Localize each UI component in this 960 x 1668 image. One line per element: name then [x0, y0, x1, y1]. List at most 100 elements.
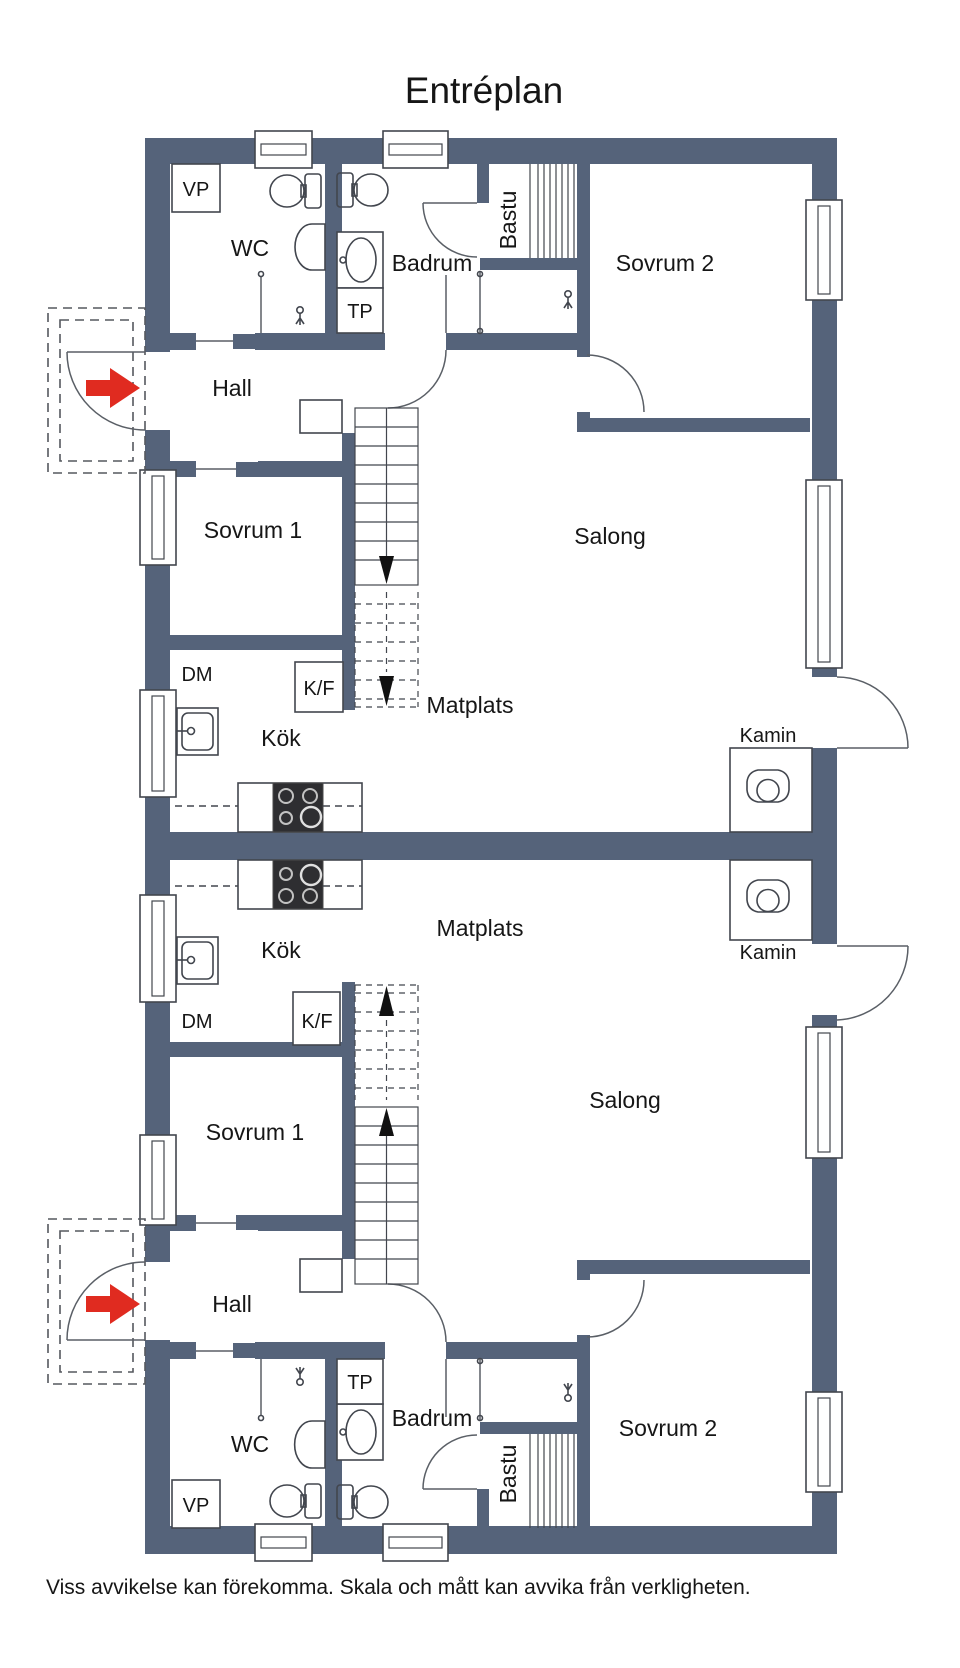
wall-left-seg1 — [145, 138, 170, 352]
toilet-icon-wc-lower — [269, 1483, 322, 1519]
door-sovrum2-lower — [586, 1279, 645, 1338]
toilet-icon-badrum-upper — [336, 172, 389, 208]
door-badrum-upper — [387, 349, 447, 409]
window-top-wc-upper — [254, 130, 313, 169]
room-label-kok-lower: Kök — [261, 937, 301, 963]
stairs-upper — [299, 399, 419, 708]
page-title: Entréplan — [405, 70, 563, 111]
rail-dot — [257, 1414, 265, 1422]
room-label-kf-upper: K/F — [303, 678, 334, 700]
room-label-dm-lower: DM — [181, 1011, 212, 1033]
door-badrum-lower — [387, 1283, 447, 1343]
window-top-badrum-upper — [382, 130, 449, 169]
tp-box-upper — [336, 287, 384, 334]
window-right-salong-upper — [805, 479, 843, 669]
badrum-sink-upper — [336, 231, 384, 289]
room-label-matplats-upper: Matplats — [427, 692, 514, 718]
stairs-down-arrow-icon — [379, 676, 394, 706]
room-label-kamin-lower: Kamin — [740, 942, 797, 964]
window-left-sovrum1-lower — [139, 1134, 177, 1226]
fixtures — [171, 163, 813, 1529]
kitchen-sink-lower — [176, 936, 219, 985]
wall-sovrum2-south-upper — [587, 418, 810, 432]
fireplace-lower — [729, 859, 813, 941]
wall-sovrum2-north-lower — [587, 1260, 810, 1274]
fireplace-upper — [729, 747, 813, 833]
counter-stove-lower — [175, 859, 363, 910]
window-right-salong-lower — [805, 1026, 843, 1159]
shower-mixer-icon — [295, 305, 305, 326]
wall-stairs-upper — [342, 433, 355, 710]
window-left-kok-lower — [139, 894, 177, 1003]
shower-mixer-icon — [563, 289, 573, 310]
stairs-landing-lower — [299, 1258, 343, 1293]
room-label-dm-upper: DM — [181, 664, 212, 686]
door-terrace-upper — [836, 676, 909, 749]
wall-sovrum2-west-stub-upper — [577, 412, 590, 432]
stairs-landing-upper — [299, 399, 343, 434]
wall-bastu-west-lower — [477, 1489, 489, 1528]
wall-hall-south-a-lower — [170, 1342, 196, 1359]
door-terrace-lower — [836, 945, 909, 1021]
room-label-badrum-upper: Badrum — [392, 250, 473, 276]
room-label-vp-lower: VP — [183, 1495, 210, 1517]
room-label-vp-upper: VP — [183, 179, 210, 201]
room-label-bastu-lower: Bastu — [495, 1445, 521, 1504]
door-sovrum2-upper — [586, 354, 645, 413]
wall-hall-south-c-lower — [446, 1342, 577, 1359]
vp-unit-lower — [171, 1479, 221, 1529]
room-label-tp-upper: TP — [347, 301, 373, 323]
wc-sink-icon-lower — [293, 1420, 326, 1469]
room-label-badrum-lower: Badrum — [392, 1405, 473, 1431]
room-label-tp-lower: TP — [347, 1372, 373, 1394]
stairs-up-arrow-icon — [379, 986, 394, 1016]
entry-door-upper — [66, 351, 146, 431]
kitchen-sink-upper — [176, 707, 219, 756]
room-label-sovrum2-upper: Sovrum 2 — [616, 250, 714, 276]
room-label-kok-upper: Kök — [261, 725, 301, 751]
wall-sovrum2-west-upper — [577, 164, 590, 357]
room-label-hall-lower: Hall — [212, 1291, 252, 1317]
disclaimer-text: Viss avvikelse kan förekomma. Skala och … — [46, 1576, 751, 1599]
shower-mixer-icon — [563, 1382, 573, 1402]
bastu-benches-lower — [529, 1434, 575, 1528]
fridge-freezer-lower — [292, 991, 341, 1046]
badrum-sink-lower — [336, 1403, 384, 1461]
room-label-sovrum1-upper: Sovrum 1 — [204, 517, 302, 543]
walls — [145, 138, 837, 1554]
wall-bastu-south-upper — [480, 258, 577, 270]
hinge-dot — [476, 1357, 484, 1365]
wall-party — [145, 832, 837, 860]
wall-top — [145, 138, 837, 164]
wall-left-seg3 — [145, 1340, 170, 1554]
wall-hall-north-b-upper — [255, 333, 385, 350]
door-bastu-lower — [422, 1434, 478, 1490]
wall-sovrum2-west-stub-lower — [577, 1260, 590, 1280]
hinge-dot — [476, 327, 484, 335]
window-left-kok-upper — [139, 689, 177, 798]
windows — [139, 130, 843, 1562]
room-label-kf-lower: K/F — [301, 1011, 332, 1033]
room-label-hall-upper: Hall — [212, 375, 252, 401]
wall-hall-south-b-lower — [255, 1342, 385, 1359]
wall-hall-north-a-upper — [170, 333, 196, 350]
stairs-treads-lower — [355, 1125, 418, 1284]
shower-mixer-icon — [295, 1366, 305, 1386]
wall-hall-north-b-lower — [258, 1215, 355, 1231]
bastu-benches-upper — [529, 164, 575, 258]
porch-outline-lower — [47, 1218, 146, 1385]
window-left-sovrum1-upper — [139, 469, 177, 566]
stairs-lower — [299, 984, 419, 1293]
doors — [196, 202, 909, 1490]
stairs-treads-upper — [355, 408, 418, 561]
room-label-matplats-lower: Matplats — [437, 915, 524, 941]
shower-partition-upper — [445, 272, 481, 333]
room-label-wc-upper: WC — [231, 235, 269, 261]
room-labels: Entréplan VP WC TP Badrum Bastu Sovrum 2… — [46, 70, 796, 1599]
wall-bastu-north-lower — [480, 1422, 577, 1434]
window-bottom-badrum-lower — [382, 1523, 449, 1562]
counter-stove-upper — [175, 782, 363, 833]
sliding-door-sovrum1-lower — [196, 1215, 258, 1230]
